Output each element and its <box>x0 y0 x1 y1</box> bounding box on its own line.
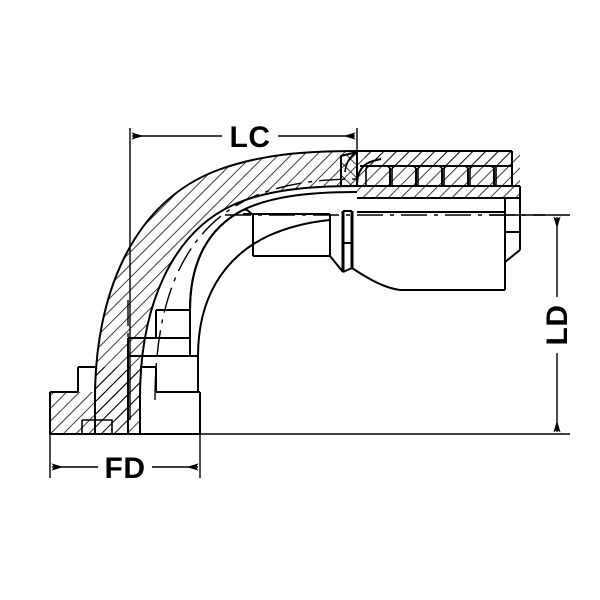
elbow-wall-section <box>94 150 358 434</box>
flange-base <box>49 366 201 435</box>
dimension-fd: FD <box>49 434 201 485</box>
inner-bore-profile <box>243 210 506 291</box>
dimension-ld: LD <box>190 214 574 435</box>
dimension-lc: LC <box>129 121 358 420</box>
dimension-label-ld: LD <box>541 305 574 346</box>
dimension-label-fd: FD <box>105 452 146 485</box>
insert-stop-block <box>340 150 358 187</box>
dimension-label-lc: LC <box>230 121 271 154</box>
barb-separators <box>389 168 495 186</box>
fitting-geometry <box>49 150 545 435</box>
